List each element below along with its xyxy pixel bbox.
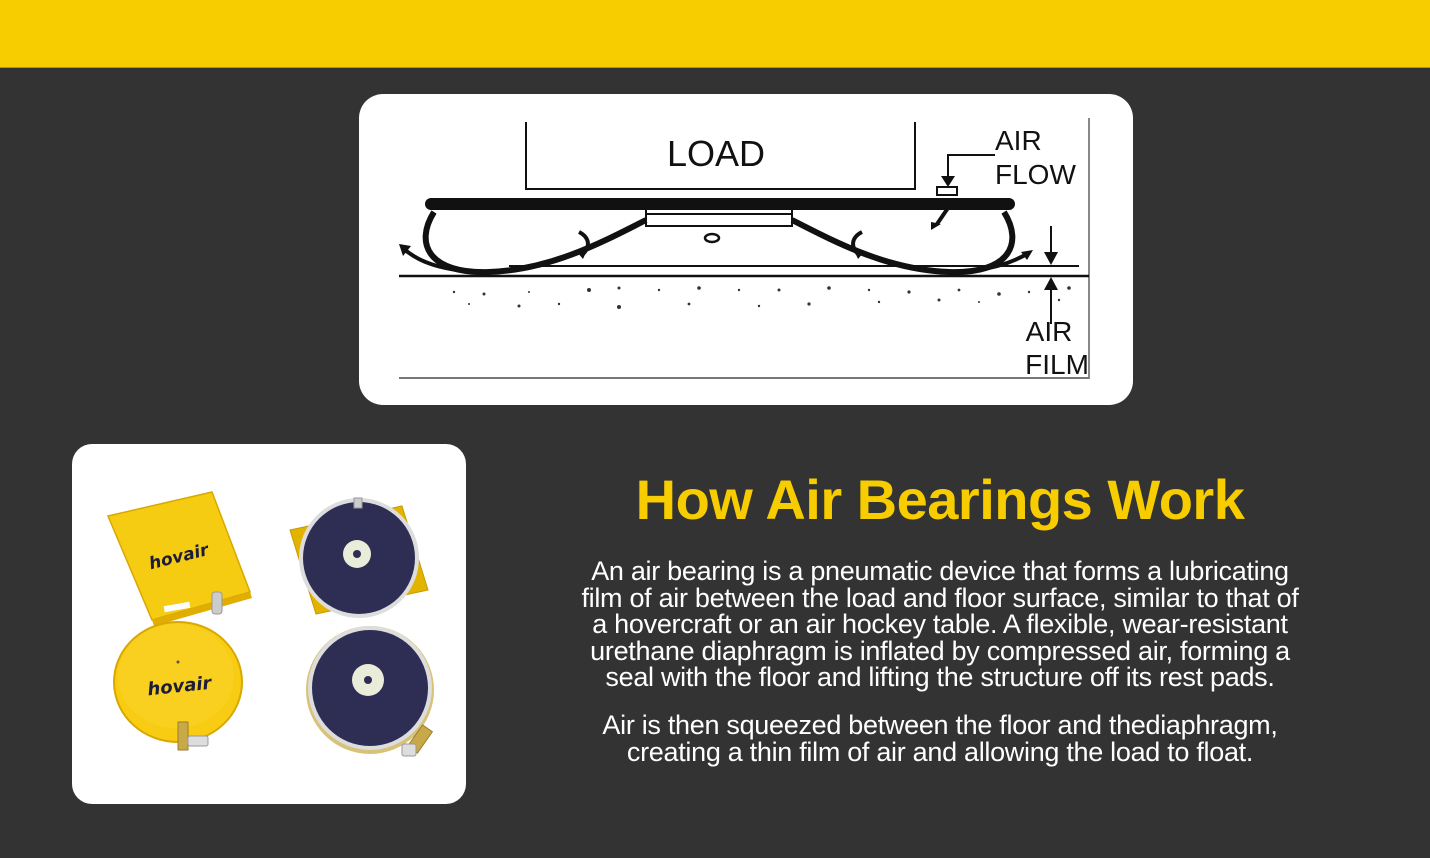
paragraph-line: creating a thin film of air and allowing… — [626, 736, 1254, 767]
air-flow-label-line1: AIR — [995, 125, 1042, 156]
hovair-products-image: hovair hovair — [106, 491, 434, 757]
paragraph-line: An air bearing is a pneumatic device tha… — [591, 556, 1289, 586]
air-film-label-line2: FILM — [1025, 349, 1089, 380]
load-label: LOAD — [667, 133, 765, 174]
intro-paragraph: An air bearing is a pneumatic device tha… — [500, 558, 1380, 691]
air-film-label-line1: AIR — [1026, 316, 1073, 347]
detail-paragraph: Air is then squeezed between the floor a… — [500, 712, 1380, 765]
paragraph-line: Air is then squeezed between the floor a… — [602, 710, 1278, 740]
air-bearing-diagram: LOAD AIR FLOW — [399, 118, 1090, 380]
page-title: How Air Bearings Work — [635, 468, 1245, 531]
air-bearing-products-photo: hovair hovair — [72, 444, 466, 804]
paragraph-line: a hovercraft or an air hockey table. A f… — [592, 609, 1288, 639]
air-bearing-diagram-card: LOAD AIR FLOW — [359, 94, 1133, 405]
paragraph-line: seal with the floor and lifting the stru… — [605, 662, 1275, 692]
paragraph-line: film of air between the load and floor s… — [581, 582, 1299, 613]
top-accent-bar — [0, 0, 1430, 68]
paragraph-line: urethane diaphragm is inflated by compre… — [590, 635, 1290, 666]
air-flow-label-line2: FLOW — [995, 159, 1076, 190]
